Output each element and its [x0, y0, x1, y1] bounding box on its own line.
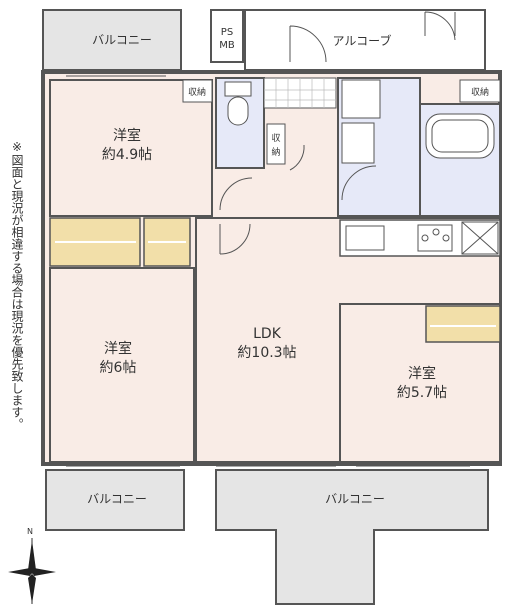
room-ldk-size: 約10.3帖: [237, 345, 296, 361]
storage-hall-label-1: 収: [271, 132, 280, 144]
closet-hall: [266, 123, 286, 165]
closet-e: [425, 305, 501, 343]
room-nw-size: 約4.9帖: [102, 147, 152, 163]
balcony-bottom-center: [215, 469, 489, 605]
disclaimer-note: ※図面と現況が相違する場合は現況を優先致します。: [10, 140, 24, 430]
ps-mb-box: [210, 9, 244, 63]
alcove-label: アルコーブ: [333, 33, 392, 48]
balcony-top-label: バルコニー: [92, 33, 152, 47]
room-ldk-name: LDK: [253, 326, 282, 342]
ps-label: PS: [221, 27, 233, 38]
balcony-bottom-left: [45, 469, 185, 531]
room-w-name: 洋室: [104, 340, 132, 357]
balcony-top: [42, 9, 182, 71]
closet-bath: [459, 79, 501, 103]
room-e-size: 約5.7帖: [397, 385, 447, 401]
bedroom-nw: [49, 79, 213, 217]
balcony-bc-label: バルコニー: [325, 492, 385, 506]
storage-bath-label: 収納: [471, 86, 489, 98]
room-nw-name: 洋室: [113, 127, 141, 144]
compass-icon: [8, 538, 56, 604]
storage-hall-label-2: 納: [271, 146, 280, 158]
compass-north-label: N: [27, 527, 33, 536]
closet-nw: [182, 79, 213, 103]
room-w-size: 約6帖: [100, 360, 137, 376]
storage-nw-label: 収納: [188, 86, 206, 98]
balcony-bl-label: バルコニー: [87, 492, 147, 506]
room-e-name: 洋室: [408, 365, 436, 382]
mb-label: MB: [219, 40, 235, 51]
